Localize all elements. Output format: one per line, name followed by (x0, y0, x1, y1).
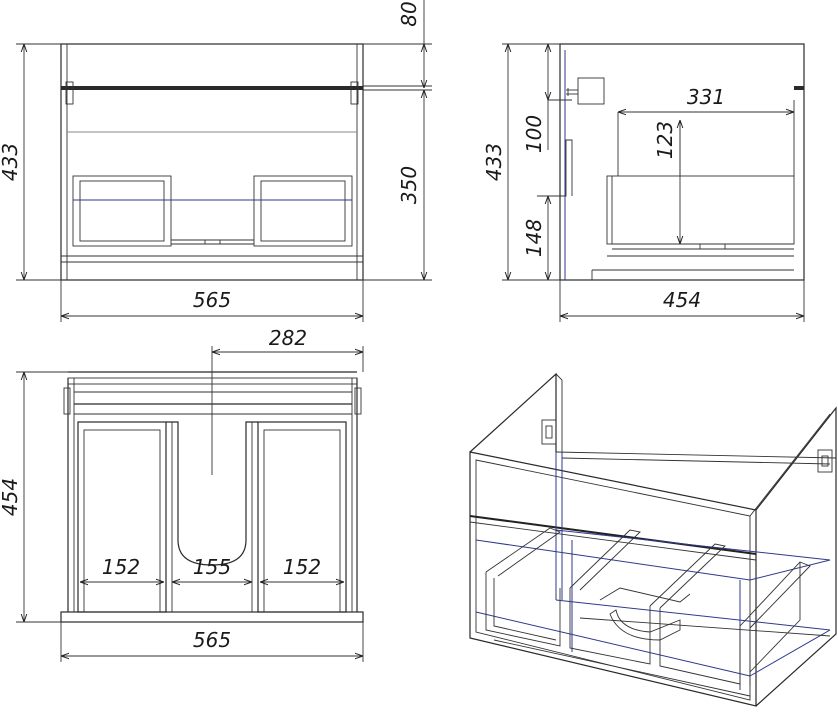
side-total-depth-label: 454 (663, 288, 701, 312)
side-view: 433 100 331 123 148 454 (482, 43, 805, 322)
side-height-label: 433 (482, 143, 506, 181)
top-right-section-label: 152 (283, 555, 321, 579)
front-width-label: 565 (193, 288, 231, 312)
top-center-offset-label: 282 (269, 326, 307, 350)
front-view: 433 80 350 565 (0, 0, 432, 322)
top-middle-section-label: 155 (193, 555, 231, 579)
isometric-view (469, 372, 837, 707)
front-inner-height-label: 350 (397, 166, 421, 204)
top-left-section-label: 152 (102, 555, 140, 579)
top-view: 454 282 152 155 152 565 (0, 326, 364, 662)
side-siphon-height-label: 100 (522, 115, 546, 153)
front-top-panel-label: 80 (397, 1, 421, 26)
side-bottom-offset-label: 148 (522, 219, 546, 257)
top-depth-label: 454 (0, 478, 22, 516)
front-height-label: 433 (0, 143, 22, 181)
side-depth-label: 331 (687, 85, 725, 109)
top-width-label: 565 (193, 628, 231, 652)
side-drawer-height-label: 123 (653, 121, 677, 159)
